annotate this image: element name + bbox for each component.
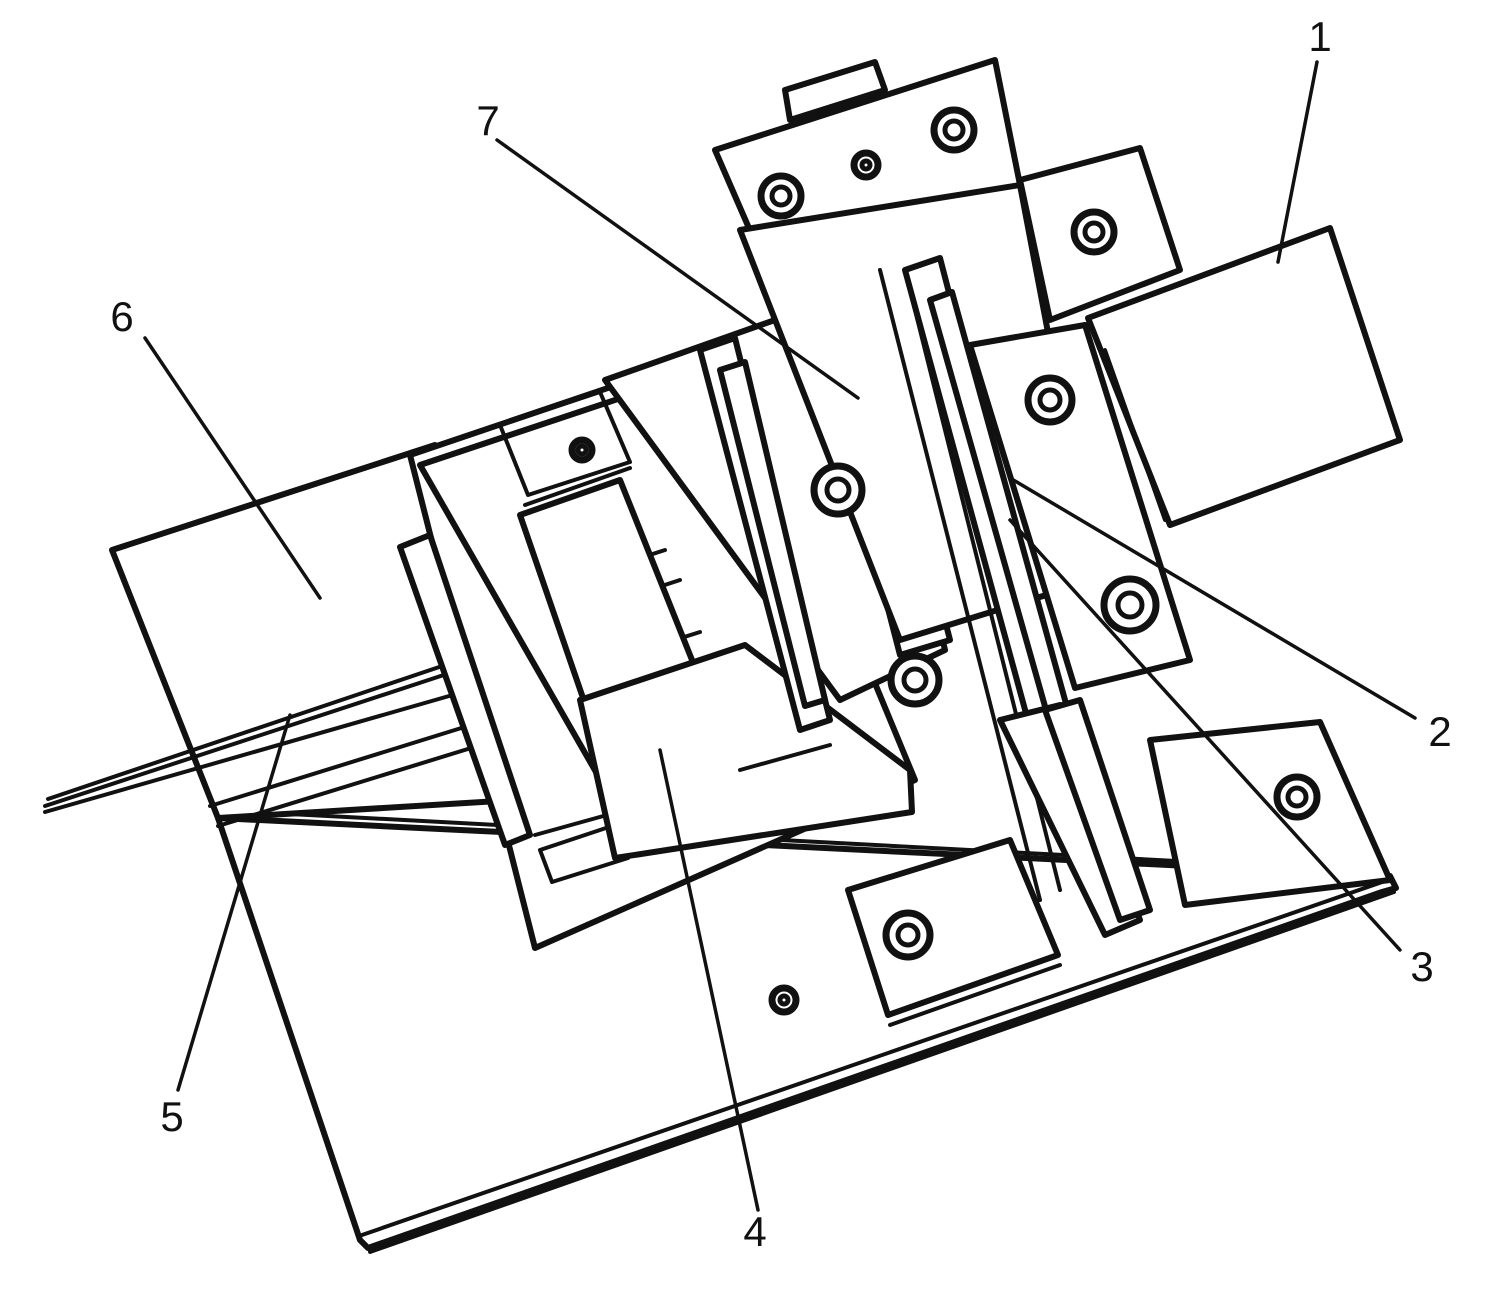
vertical-rails xyxy=(878,255,1153,938)
bolt-top-right xyxy=(930,106,978,154)
leader-line-7 xyxy=(495,138,860,400)
callout-7: 7 xyxy=(476,97,499,144)
bolt-top-left xyxy=(757,172,805,220)
screw-top-center xyxy=(850,149,882,181)
callout-4: 4 xyxy=(743,1208,766,1255)
lower-clamp-plate xyxy=(845,837,1062,1027)
screw-carriage xyxy=(568,436,596,464)
bolt-center-low xyxy=(887,652,943,708)
guide-rod xyxy=(43,658,472,814)
bolt-right-low xyxy=(1100,575,1160,635)
leader-line-3 xyxy=(1008,518,1402,952)
bolt-lower-plate xyxy=(882,909,934,961)
leader-lines xyxy=(143,60,1417,1212)
leader-line-2 xyxy=(1008,476,1417,720)
bolt-right-upper xyxy=(1070,208,1118,256)
leader-line-5 xyxy=(176,713,292,1092)
leader-line-1 xyxy=(1276,60,1319,264)
front-sled xyxy=(577,642,915,861)
callout-1: 1 xyxy=(1308,13,1331,60)
bolt-right-middle xyxy=(1024,374,1076,426)
callout-2: 2 xyxy=(1428,708,1451,755)
callout-3: 3 xyxy=(1410,943,1433,990)
screw-base xyxy=(768,984,800,1016)
bolt-far-right xyxy=(1273,773,1321,821)
leader-line-6 xyxy=(143,336,322,600)
callout-5: 5 xyxy=(160,1093,183,1140)
callout-6: 6 xyxy=(110,293,133,340)
bolt-center xyxy=(810,462,866,518)
right-end-block xyxy=(1085,225,1403,528)
leader-line-4 xyxy=(658,748,760,1212)
